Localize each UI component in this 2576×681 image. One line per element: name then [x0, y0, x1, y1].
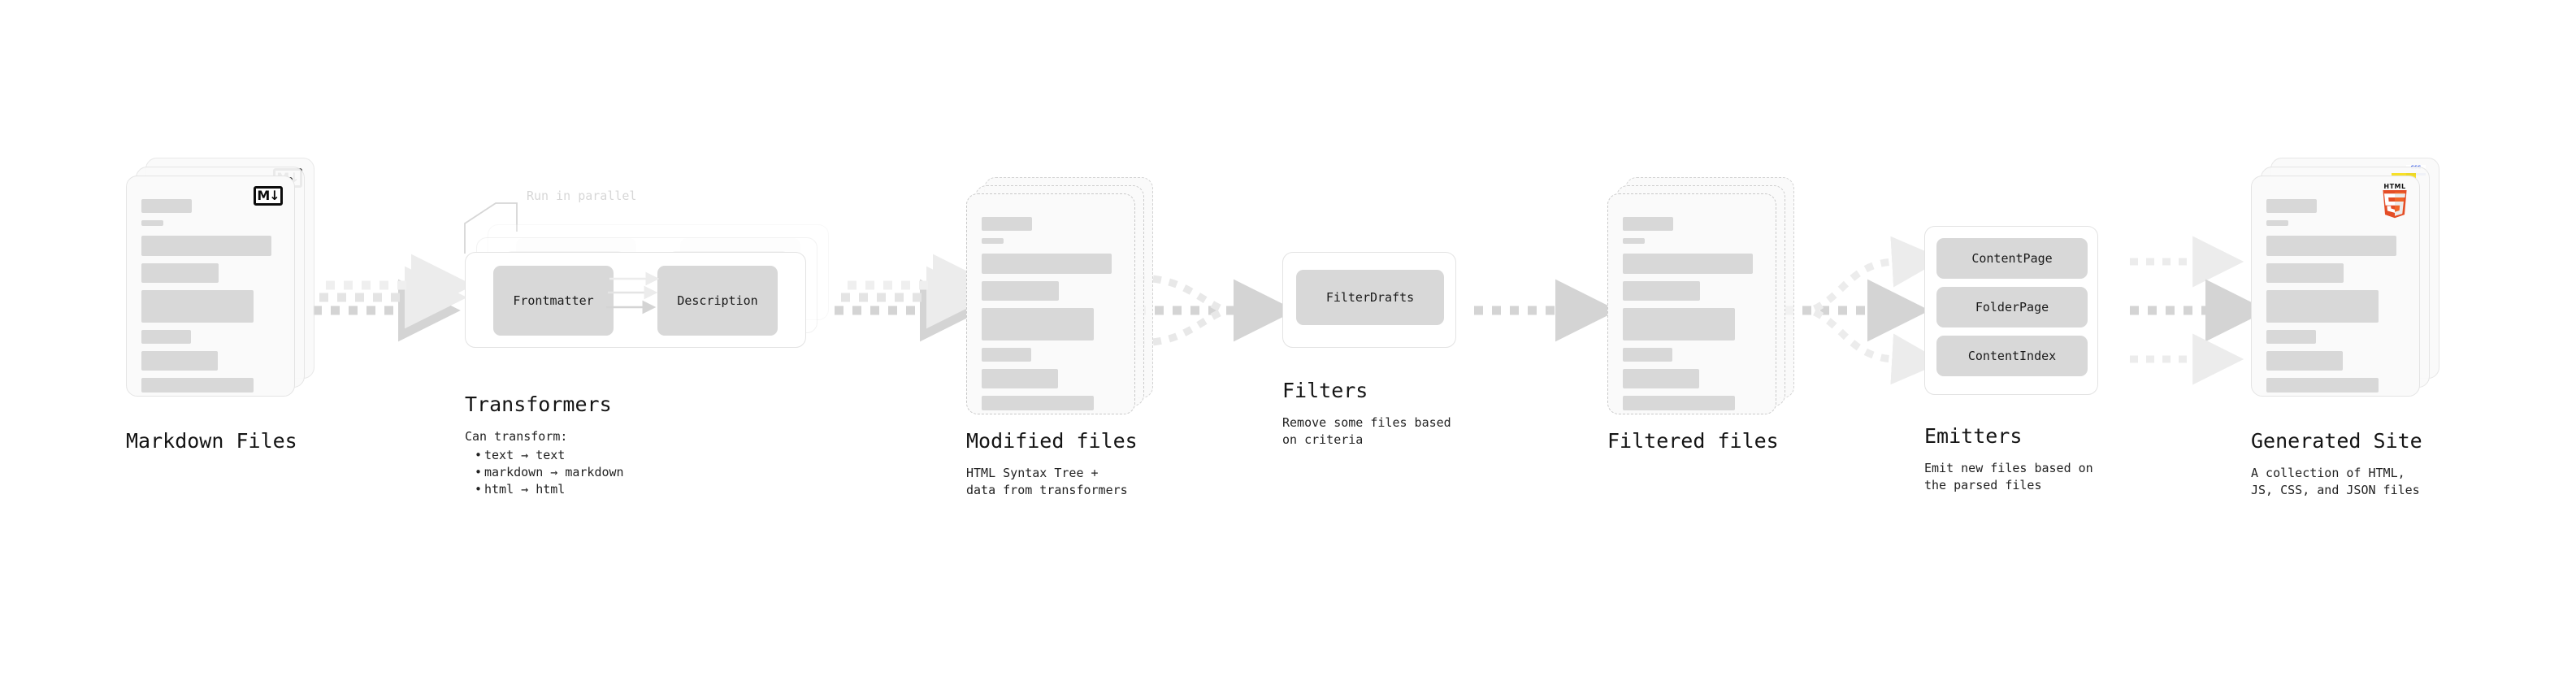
emitters-group[interactable]: ContentPage FolderPage ContentIndex [1924, 226, 2098, 395]
connector-transformers-to-modified [835, 254, 995, 342]
stage-title-modified-files: Modified files [966, 429, 1138, 453]
card-content-bars [1623, 217, 1763, 418]
list-item: text → text [473, 447, 624, 464]
stage-subtitle-emitters: Emit new files based on the parsed files [1924, 461, 2093, 492]
stage-subtitle-modified-files: HTML Syntax Tree + data from transformer… [966, 466, 1128, 497]
stage-title-generated-site: Generated Site [2251, 429, 2422, 453]
stage-title-filters: Filters [1282, 379, 1368, 402]
stage-title-transformers: Transformers [465, 393, 612, 416]
filter-pill-filterdrafts[interactable]: FilterDrafts [1296, 270, 1444, 325]
emitter-pill-contentpage[interactable]: ContentPage [1936, 238, 2088, 279]
run-in-parallel-label: Run in parallel [527, 189, 637, 203]
html5-icon: HTML [2380, 183, 2409, 219]
transformer-pill-frontmatter[interactable]: Frontmatter [493, 266, 614, 336]
filtered-card-front [1607, 193, 1776, 414]
connector-markdown-to-transformers [313, 254, 474, 342]
connector-filtered-to-emitters [1785, 236, 1944, 385]
card-content-bars [982, 217, 1121, 418]
transformer-pill-description[interactable]: Description [657, 266, 778, 336]
modified-card-front [966, 193, 1135, 414]
generated-card-front-html: HTML [2251, 176, 2420, 397]
transformer-capability-list: text → text markdown → markdown html → h… [473, 447, 624, 498]
emitter-pill-folderpage[interactable]: FolderPage [1936, 287, 2088, 327]
stage-title-emitters: Emitters [1924, 424, 2023, 448]
list-item: html → html [473, 481, 624, 498]
stage-subtitle-transformers: Can transform: [465, 429, 568, 444]
stage-title-markdown-files: Markdown Files [126, 429, 297, 453]
list-item: markdown → markdown [473, 464, 624, 481]
html5-shield-glyph [2383, 190, 2407, 219]
transformer-group-front[interactable]: Frontmatter Description [465, 252, 806, 348]
stage-subtitle-filters: Remove some files based on criteria [1282, 415, 1451, 447]
card-content-bars [2266, 199, 2406, 400]
connector-emitters-to-site [2130, 236, 2268, 385]
filters-group[interactable]: FilterDrafts [1282, 252, 1456, 348]
html5-wordmark: HTML [2383, 183, 2406, 190]
emitter-pill-contentindex[interactable]: ContentIndex [1936, 336, 2088, 376]
stage-title-filtered-files: Filtered files [1607, 429, 1779, 453]
markdown-icon: M↓ [254, 186, 283, 206]
markdown-card-front: M↓ [126, 176, 295, 397]
stage-subtitle-generated-site: A collection of HTML, JS, CSS, and JSON … [2251, 466, 2420, 497]
card-content-bars [141, 199, 281, 400]
